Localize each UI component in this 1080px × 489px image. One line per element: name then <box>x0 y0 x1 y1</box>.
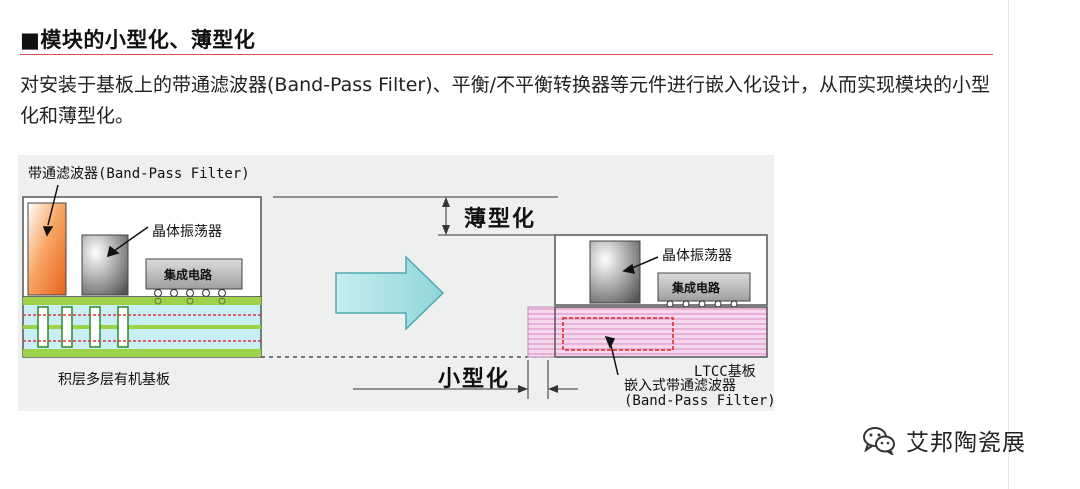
substrate-label-left: 积层多层有机基板 <box>58 372 170 388</box>
thin-label: 薄型化 <box>464 207 537 232</box>
transform-arrow <box>335 255 445 331</box>
embedded-label-line2: (Band-Pass Filter) <box>624 393 776 409</box>
ltcc-substrate <box>527 306 768 358</box>
article-column <box>1008 0 1009 489</box>
crystal-label-left: 晶体振荡器 <box>152 224 222 240</box>
ic-component-right <box>657 272 751 302</box>
small-label: 小型化 <box>438 367 511 392</box>
via-columns <box>37 306 129 348</box>
wechat-icon <box>863 427 895 455</box>
ic-label-right: 集成电路 <box>672 281 721 295</box>
crystal-component-left <box>81 234 129 296</box>
ltcc-label: LTCC基板 <box>694 364 756 380</box>
diagram-graphics <box>22 184 768 399</box>
leader-arrows-left <box>42 184 149 258</box>
heading-divider <box>20 54 993 55</box>
left-module <box>22 196 262 358</box>
body-paragraph: 对安装于基板上的带通滤波器(Band-Pass Filter)、平衡/不平衡转换… <box>20 74 991 127</box>
bpf-label-top: 带通滤波器(Band-Pass Filter) <box>28 166 250 182</box>
module-diagram: 带通滤波器(Band-Pass Filter) 晶体振荡器 集成电路 积层多层有… <box>18 155 776 411</box>
right-module <box>527 234 768 358</box>
small-dimension <box>353 360 578 399</box>
ic-solder-bumps-left <box>154 289 226 297</box>
ic-component-left <box>145 258 243 290</box>
leader-arrows-right <box>604 256 659 376</box>
ic-label-left: 集成电路 <box>164 268 213 282</box>
crystal-label-right: 晶体振荡器 <box>662 248 732 264</box>
embedded-bpf <box>562 317 674 351</box>
account-watermark: 艾邦陶瓷展 <box>862 422 1026 458</box>
watermark-text: 艾邦陶瓷展 <box>906 430 1026 456</box>
section-heading: ■模块的小型化、薄型化 <box>20 28 256 52</box>
bpf-component-left <box>27 202 67 296</box>
embedded-label-line1: 嵌入式带通滤波器 <box>624 378 736 394</box>
